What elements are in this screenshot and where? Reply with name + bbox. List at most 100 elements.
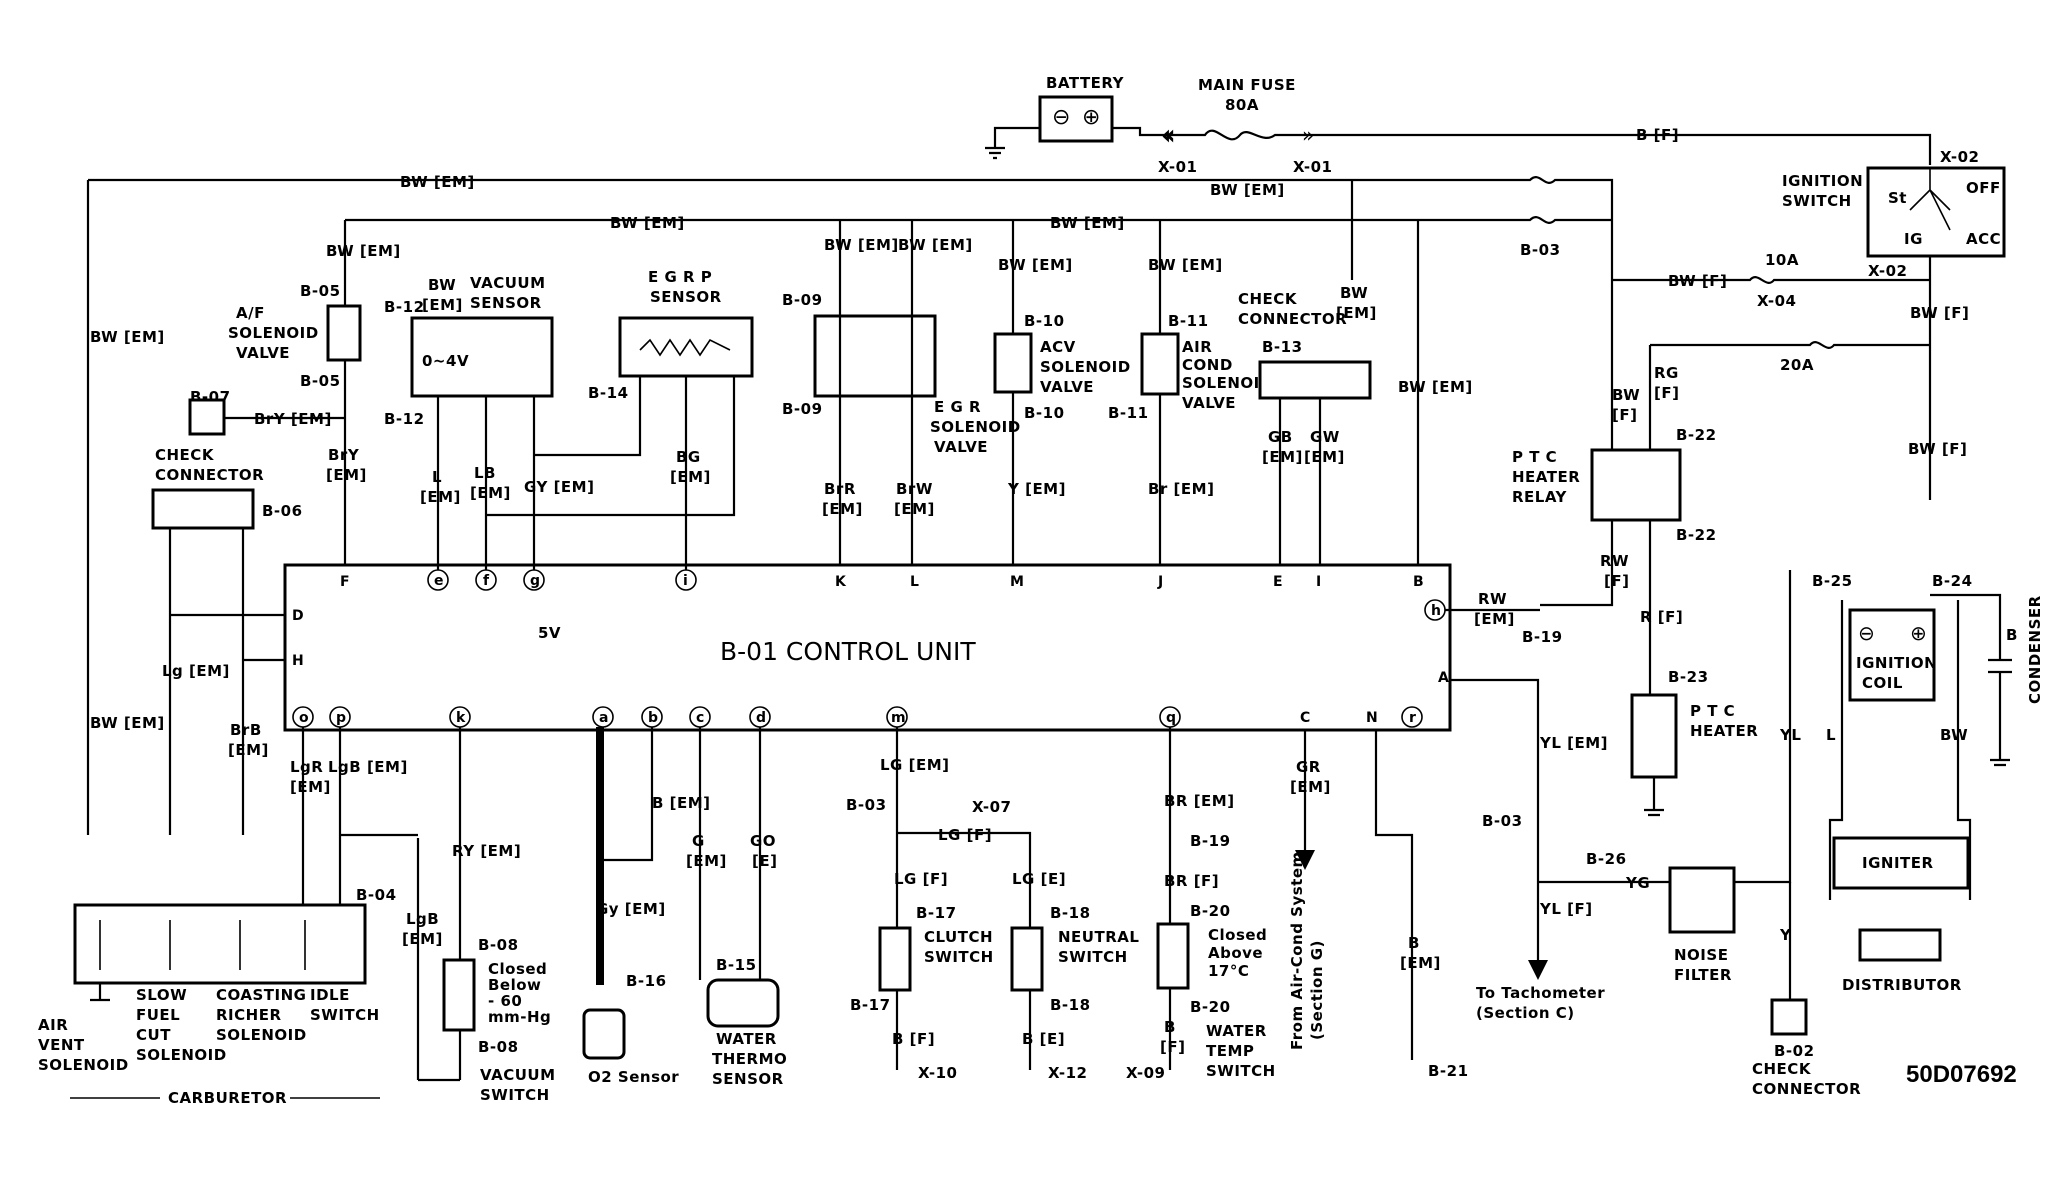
wire-bw-acv: BW [EM] [998,256,1073,274]
tach-label-2: (Section C) [1476,1004,1575,1022]
wire-b-cond: B [2006,626,2018,644]
x02-top-label: X-02 [1940,148,1979,166]
pin-E: E [1273,574,1283,590]
wire-gr-2: [EM] [1290,778,1331,796]
b20-bottom: B-20 [1190,998,1231,1016]
pin-o: o [299,710,309,726]
wire-rw-f-1: RW [1600,552,1629,570]
ac-label-1: AIR [1182,338,1212,356]
wire-l-1: L [432,468,442,486]
noise-filter [1668,866,1736,934]
clutch-switch-2: SWITCH [924,948,994,966]
wire-brr-2: [EM] [822,500,863,518]
wire-bry-2: [EM] [326,466,367,484]
wire-bw-stack-2: [EM] [1336,304,1377,322]
b13-label: B-13 [1262,338,1303,356]
x09-label: X-09 [1126,1064,1165,1082]
b03-top-label: B-03 [1520,241,1561,259]
noise-filter-2: FILTER [1674,966,1732,984]
check-connector-left [151,488,255,530]
ground-icon [985,146,1005,160]
distributor-label: DISTRIBUTOR [1842,976,1962,994]
ignition-coil-1: IGNITION [1856,654,1937,672]
diagram-code: 50D07692 [1906,1061,2017,1088]
wire-bw-f-s1: BW [1612,386,1640,404]
vacuum-sensor-1: VACUUM [470,274,546,292]
thermo-3: SENSOR [712,1070,784,1088]
aircond-sys-1: From Air-Cond System [1288,851,1306,1050]
b17-bottom: B-17 [850,996,891,1014]
x07-label: X-07 [972,798,1011,816]
wire-b-em3-1: B [1408,934,1420,952]
wt-switch-1: WATER [1206,1022,1267,1040]
bw-bus-second [345,216,1612,224]
x02-bottom-label: X-02 [1868,262,1907,280]
x01-right-label: X-01 [1293,158,1332,176]
b16-label: B-16 [626,972,667,990]
battery-positive-wire [1112,126,1170,137]
b18-top: B-18 [1050,904,1091,922]
coil-minus-icon: ⊖ [1858,621,1875,645]
wire-gw-2: [EM] [1304,448,1345,466]
wire-gy-em2: Gy [EM] [596,900,666,918]
pin-K: K [835,574,847,590]
vac-switch-2: SWITCH [480,1086,550,1104]
check-top-1: CHECK [1238,290,1298,308]
check-bottom-1: CHECK [1752,1060,1812,1078]
wire-yg: YG [1625,874,1650,892]
wire-bw-f-ig: BW [F] [1910,304,1969,322]
pin-k: k [456,710,466,726]
wire-bw-stack-1: BW [1340,284,1368,302]
wire-lb-2: [EM] [470,484,511,502]
wire-g-1: G [692,832,705,850]
b02-label: B-02 [1774,1042,1815,1060]
wire-l-dist: L [1826,726,1836,744]
b19-label: B-19 [1522,628,1563,646]
wire-b-em-h: B [EM] [652,794,711,812]
wire-gb-2: [EM] [1262,448,1303,466]
ptc-ground [1644,777,1664,817]
wire-b-f-label: B [F] [1636,126,1679,144]
wire-bw-em-left2: BW [EM] [90,714,165,732]
wire-yl-f: YL [F] [1539,900,1593,918]
o2-label: O2 Sensor [588,1068,679,1086]
neutral-switch-2: SWITCH [1058,948,1128,966]
pin-N: N [1366,710,1378,726]
check-left-wires [168,528,285,835]
b10-bottom: B-10 [1024,404,1065,422]
wire-lg-f-h: LG [F] [938,826,992,844]
b14-label: B-14 [588,384,629,402]
af-label-1: A/F [236,304,265,322]
battery [1038,95,1114,143]
wire-r-f: R [F] [1640,608,1683,626]
wire-bw-f-coil: BW [F] [1908,440,1967,458]
af-label-2: SOLENOID [228,324,319,342]
pin-q: q [1166,710,1176,726]
condenser-circuit [1930,593,2012,767]
egr-label-3: VALVE [934,438,988,456]
b12-bottom: B-12 [384,410,425,428]
acv-solenoid [993,332,1033,394]
pin-I: I [1316,574,1321,590]
egrp-sensor-1: E G R P [648,268,712,286]
ac-label-3: SOLENOID [1182,374,1273,392]
vacuum-sensor-2: SENSOR [470,294,542,312]
distributor [1858,928,1942,962]
wire-lgr-1: LgR [290,758,323,776]
b20-top: B-20 [1190,902,1231,920]
wt-closed-1: Closed [1208,926,1267,944]
battery-plus-icon: ⊕ [1082,105,1100,130]
connector-arrows-icon: « [1162,123,1174,147]
bw-bus-top [88,176,1614,450]
wire-bg-2: [EM] [670,468,711,486]
wire-br-em: Br [EM] [1148,480,1214,498]
ig-off: OFF [1966,179,2001,197]
wire-rw-em-2: [EM] [1474,610,1515,628]
control-unit [283,563,1452,732]
b26-label: B-26 [1586,850,1627,868]
clutch-switch-1: CLUTCH [924,928,993,946]
b12-top: B-12 [384,298,425,316]
check-top-wires [1278,398,1322,565]
wire-yl-dist: YL [1779,726,1801,744]
ig-acc: ACC [1966,230,2001,248]
